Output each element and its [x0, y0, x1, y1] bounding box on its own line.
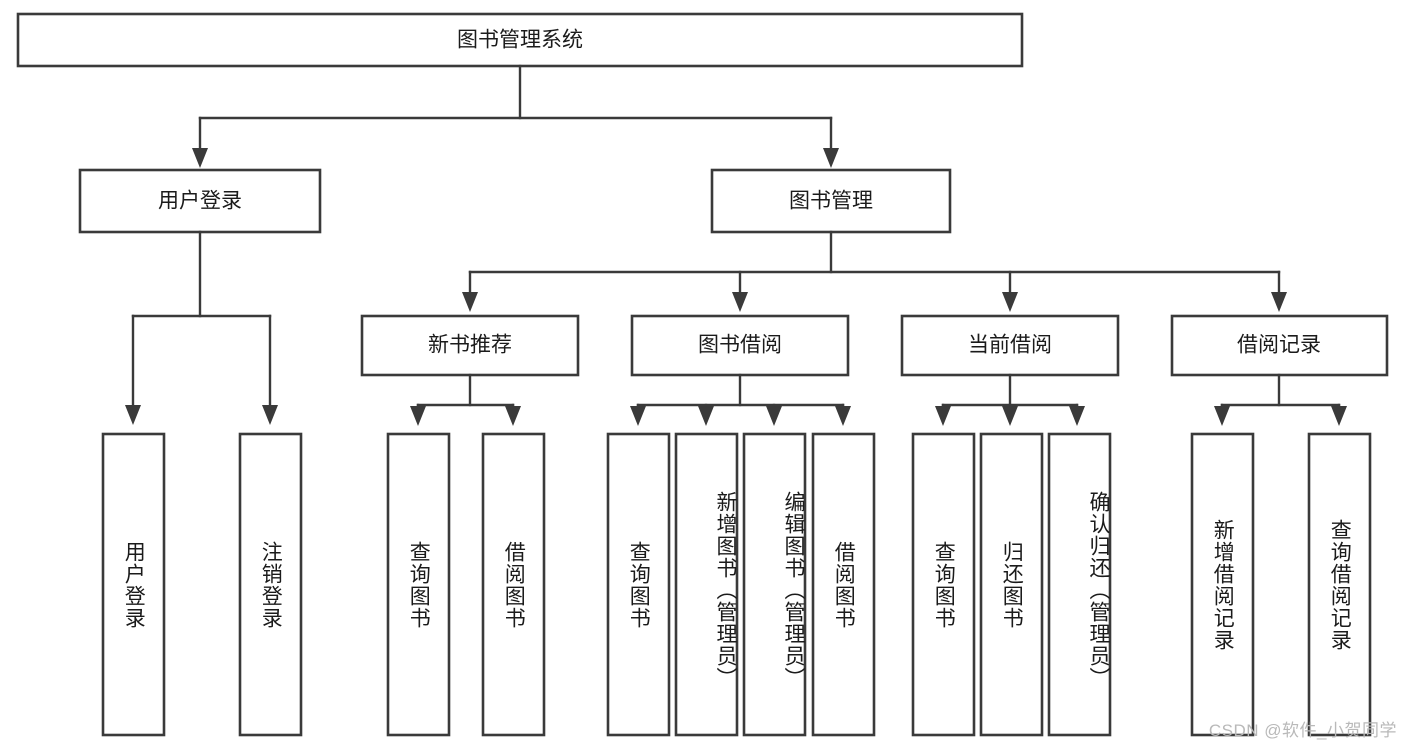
arrow-icon — [732, 292, 748, 312]
arrow-icon — [462, 292, 478, 312]
leaf-query-record-rect[interactable] — [1307, 432, 1372, 737]
arrow-icon — [698, 406, 714, 426]
arrow-icon — [410, 406, 426, 426]
leaf-return-book-rect[interactable] — [979, 432, 1044, 737]
node-root-label: 图书管理系统 — [457, 29, 583, 52]
arrow-icon — [1214, 406, 1230, 426]
connector-borrow-record-to-leaves — [1214, 373, 1347, 426]
node-new-book-recommend-rect — [360, 314, 580, 377]
leaf-confirm-return-rect[interactable] — [1047, 432, 1112, 737]
node-borrow-record-label: 借阅记录 — [1237, 334, 1321, 357]
node-user-login-rect — [78, 168, 322, 234]
arrow-icon — [1002, 292, 1018, 312]
arrow-icon — [192, 148, 208, 168]
connector-book-borrow-to-leaves — [630, 373, 851, 426]
leaf-add-book-rect[interactable] — [674, 432, 739, 737]
node-current-borrow[interactable]: 当前借阅 — [900, 314, 1120, 377]
arrow-icon — [935, 406, 951, 426]
node-current-borrow-rect — [900, 314, 1120, 377]
leaf-query-book-2-rect[interactable] — [606, 432, 671, 737]
arrow-icon — [766, 406, 782, 426]
arrow-icon — [1002, 406, 1018, 426]
leaf-query-book-1-rect[interactable] — [386, 432, 451, 737]
node-current-borrow-label: 当前借阅 — [968, 334, 1052, 357]
node-user-login[interactable]: 用户登录 — [78, 168, 322, 234]
leaf-query-book-3-rect[interactable] — [911, 432, 976, 737]
connector-book-manage-to-level3 — [462, 230, 1287, 312]
connector-root-to-level2 — [192, 64, 839, 168]
connector-user-login-to-leaves — [125, 230, 278, 425]
node-borrow-record[interactable]: 借阅记录 — [1170, 314, 1389, 377]
node-user-login-label: 用户登录 — [158, 190, 242, 213]
arrow-icon — [1271, 292, 1287, 312]
arrow-icon — [1331, 406, 1347, 426]
node-book-manage[interactable]: 图书管理 — [710, 168, 952, 234]
arrow-icon — [630, 406, 646, 426]
leaf-borrow-book-1-rect[interactable] — [481, 432, 546, 737]
connector-current-borrow-to-leaves — [935, 373, 1085, 426]
leaf-edit-book-rect[interactable] — [742, 432, 807, 737]
node-book-borrow[interactable]: 图书借阅 — [630, 314, 850, 377]
node-book-manage-label: 图书管理 — [789, 190, 873, 213]
node-root-rect — [16, 12, 1024, 68]
arrow-icon — [262, 405, 278, 425]
node-new-book-recommend-label: 新书推荐 — [428, 334, 512, 357]
arrow-icon — [823, 148, 839, 168]
node-new-book-recommend[interactable]: 新书推荐 — [360, 314, 580, 377]
leaf-add-record-rect[interactable] — [1190, 432, 1255, 737]
leaf-logout-login-rect[interactable] — [238, 432, 303, 737]
arrow-icon — [1069, 406, 1085, 426]
csdn-watermark: CSDN @软件_小贺同学 — [1208, 721, 1397, 740]
node-root[interactable]: 图书管理系统 — [16, 12, 1024, 68]
arrow-icon — [505, 406, 521, 426]
arrow-icon — [835, 406, 851, 426]
leaf-user-login-rect[interactable] — [101, 432, 166, 737]
connector-new-book-recommend-to-leaves — [410, 373, 521, 426]
node-book-borrow-label: 图书借阅 — [698, 334, 782, 357]
leaf-borrow-book-2-rect[interactable] — [811, 432, 876, 737]
arrow-icon — [125, 405, 141, 425]
